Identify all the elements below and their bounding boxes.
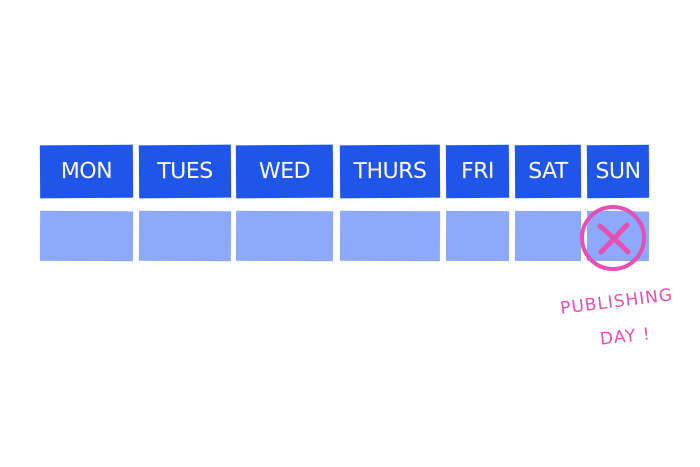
day-header-thurs: THURS	[339, 144, 441, 199]
day-header-wed: WED	[235, 144, 334, 199]
day-header-sat: SAT	[514, 144, 582, 199]
day-cell-sat	[514, 210, 582, 262]
highlight-circle	[580, 205, 646, 271]
annotation-line-2: DAY !	[599, 324, 652, 350]
annotation-line-1: PUBLISHING	[559, 285, 675, 319]
day-header-mon: MON	[39, 144, 134, 199]
day-cell-mon	[39, 210, 134, 262]
day-cell-fri	[445, 210, 510, 262]
day-header-tues: TUES	[138, 144, 232, 199]
day-cell-thurs	[339, 210, 441, 262]
cross-mark-icon	[597, 222, 631, 255]
day-cell-wed	[235, 210, 334, 262]
day-cell-tues	[138, 210, 232, 262]
day-header-fri: FRI	[445, 144, 510, 199]
day-header-sun: SUN	[586, 144, 650, 199]
